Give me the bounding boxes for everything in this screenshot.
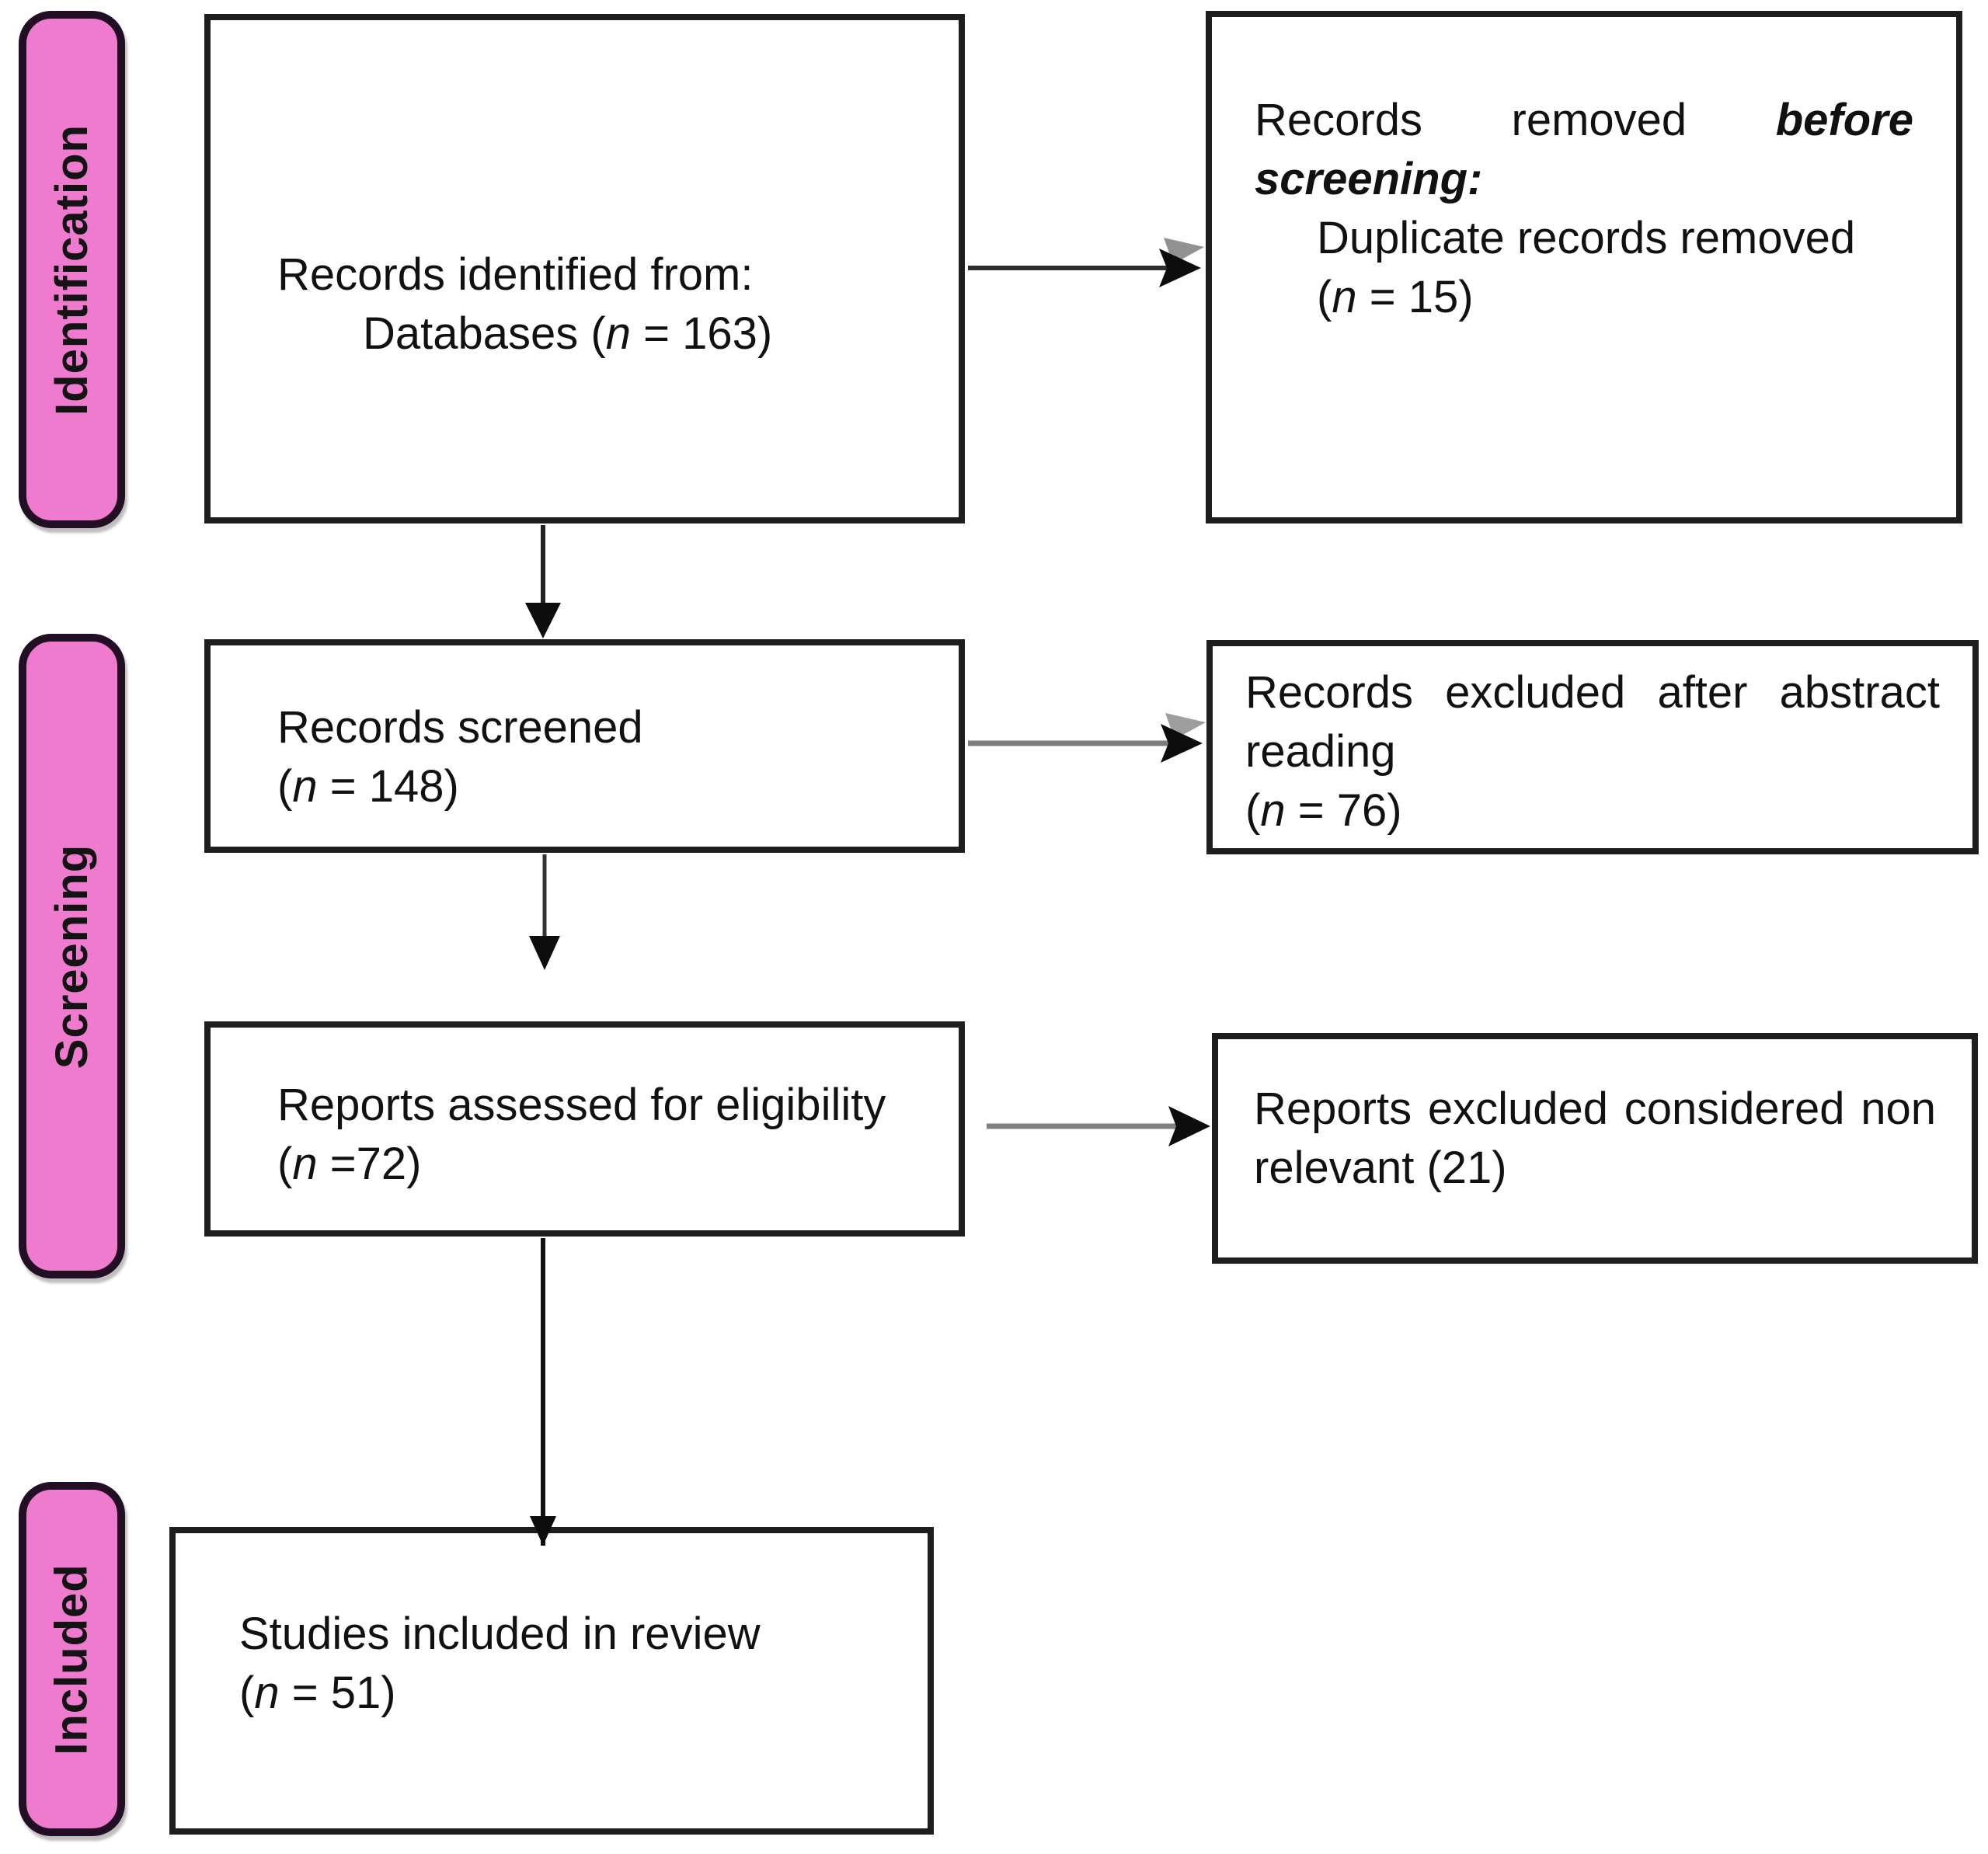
arrow-assessed-to-excluded (987, 1106, 1210, 1146)
records-screened-line2: (n = 148) (277, 761, 459, 812)
records-excluded-line3: (n = 76) (1245, 785, 1402, 836)
reports-assessed-line2: (n =72) (277, 1139, 422, 1189)
box-records-identified: Records identified from: Databases (n = … (204, 14, 965, 524)
records-excluded-line2: reading (1245, 726, 1396, 777)
box-records-removed-before-screening: Records removed before screening: Duplic… (1206, 11, 1962, 524)
records-removed-line4: (n = 15) (1317, 272, 1474, 322)
arrow-identified-to-removed (968, 238, 1204, 287)
box-records-excluded-abstract: Records excluded after abstract reading … (1206, 640, 1979, 854)
arrow-identified-to-screened (525, 525, 561, 638)
records-identified-line1: Records identified from: (277, 249, 754, 300)
stage-bar-screening: Screening (19, 634, 125, 1278)
stage-bar-included: Included (19, 1482, 125, 1836)
arrow-screened-to-assessed (529, 854, 560, 970)
records-removed-line3: Duplicate records removed (1317, 213, 1856, 263)
stage-label-screening: Screening (47, 844, 97, 1069)
studies-included-line2: (n = 51) (239, 1668, 396, 1718)
stage-label-included: Included (47, 1563, 97, 1755)
box-studies-included: Studies included in review (n = 51) (169, 1527, 934, 1835)
stage-label-identification: Identification (47, 123, 98, 416)
studies-included-line1: Studies included in review (239, 1609, 761, 1659)
arrow-screened-to-excluded (968, 713, 1206, 763)
reports-excluded-line2: relevant (21) (1254, 1143, 1507, 1193)
reports-excluded-line1: Reports excluded considered non (1254, 1084, 1936, 1134)
arrow-assessed-to-included (530, 1238, 556, 1546)
records-screened-line1: Records screened (277, 702, 643, 753)
box-reports-assessed: Reports assessed for eligibility (n =72) (204, 1021, 965, 1237)
stage-bar-identification: Identification (19, 11, 125, 528)
records-removed-line2: screening: (1255, 154, 1483, 204)
box-records-screened: Records screened (n = 148) (204, 639, 965, 853)
box-reports-excluded-non-relevant: Reports excluded considered non relevant… (1212, 1033, 1978, 1264)
reports-assessed-line1: Reports assessed for eligibility (277, 1080, 886, 1130)
records-identified-line2: Databases (n = 163) (363, 308, 773, 359)
records-removed-line1: Records removed before (1255, 95, 1913, 145)
records-excluded-line1: Records excluded after abstract (1245, 667, 1940, 718)
